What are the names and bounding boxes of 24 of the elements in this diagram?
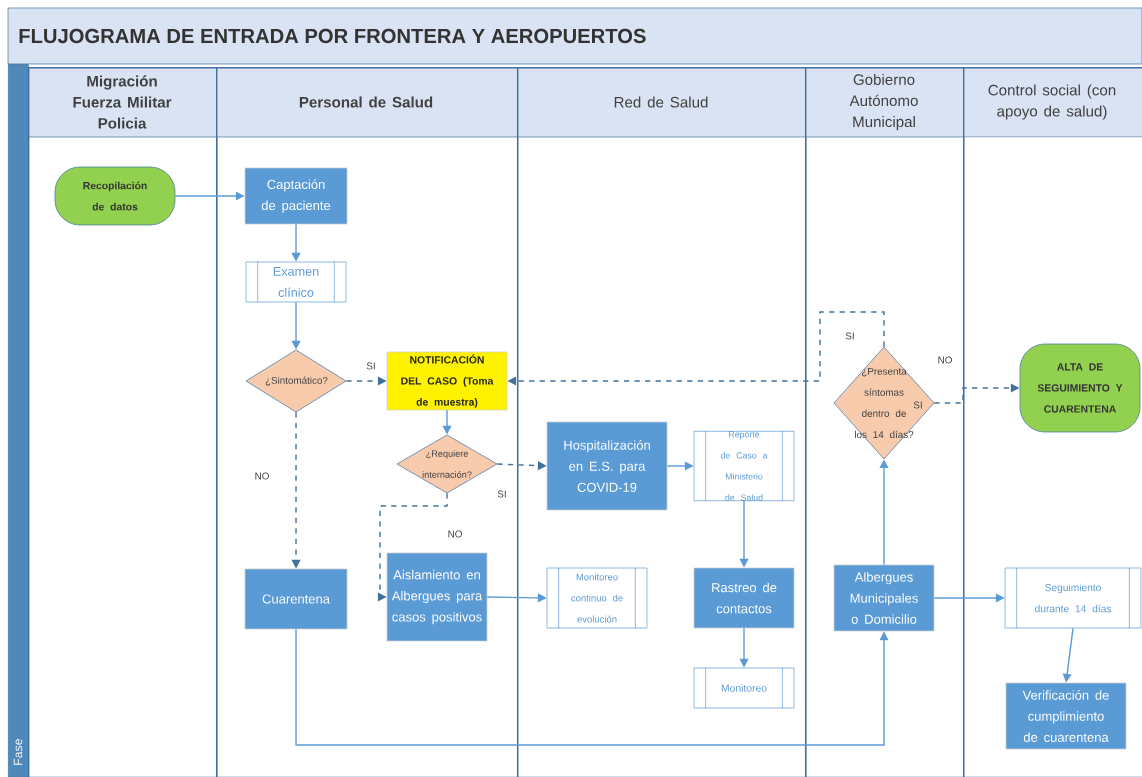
branch-label: SI: [913, 401, 922, 409]
subprocess-box: Seguimiento durante 14 días: [1004, 567, 1142, 629]
process-box: Rastreo de contactos: [693, 567, 795, 629]
process-box: Cuarentena: [244, 568, 348, 630]
process-box: Captación de paciente: [244, 167, 348, 225]
subprocess-box: Monitoreo continuo de evolución: [546, 567, 648, 629]
subprocess-box: Monitoreo: [693, 667, 795, 709]
subprocess-box: Reporte de Caso a Ministerio de Salud: [693, 430, 795, 502]
edge-label: NO: [935, 354, 955, 366]
process-box: Aislamiento en Albergues para casos positivos: [386, 552, 488, 642]
process-box: Hospitalización en E.S. para COVID-19: [546, 421, 668, 511]
edge-label: SI: [495, 488, 509, 500]
process-box: Verificación de cumplimiento de cuarentena: [1005, 682, 1127, 750]
process-box: NOTIFICACIÓN DEL CASO (Toma de muestra): [386, 351, 508, 411]
edge-label: SI: [364, 360, 378, 372]
title-band: FLUJOGRAMA DE ENTRADA POR FRONTERA Y AEROPUERTOS: [7, 7, 1142, 65]
phase-band: Fase: [8, 64, 29, 777]
subprocess-box: Examen clínico: [245, 261, 347, 303]
arrow: [295, 628, 889, 746]
edge-label: NO: [252, 470, 272, 482]
arrow: [377, 492, 448, 602]
edge-label: SI: [843, 330, 857, 342]
process-box: Albergues Municipales o Domicilio: [833, 564, 935, 632]
edge-label: NO: [445, 528, 465, 540]
